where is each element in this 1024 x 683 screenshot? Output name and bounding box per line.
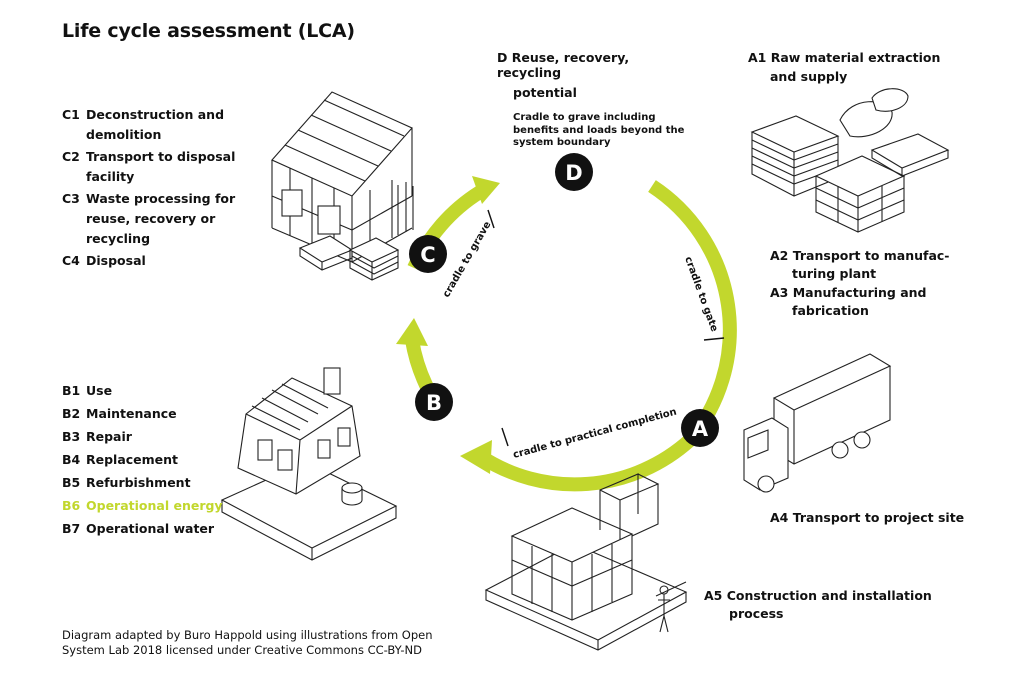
d-note-line2: benefits and loads beyond the (513, 124, 685, 136)
b1-label: Use (86, 383, 113, 398)
b7-code: B7 (62, 521, 81, 536)
a1-code: A1 (748, 50, 767, 65)
c4-code: C4 (62, 253, 80, 268)
a4-code: A4 (770, 510, 789, 525)
diagram-title: Life cycle assessment (LCA) (62, 20, 355, 42)
b2-label: Maintenance (86, 406, 177, 421)
tick-grave (487, 209, 495, 229)
credit-note: Diagram adapted by Buro Happold using il… (62, 628, 482, 658)
b6-label: Operational energy (86, 498, 223, 513)
node-c: C (409, 235, 447, 273)
a5-line1: Construction and installation (726, 588, 932, 603)
arrow-head-b-to-c (396, 318, 428, 346)
c3-item: C3 Waste processing for reuse, recovery o… (62, 191, 252, 246)
d-label: D Reuse, recovery, recycling (497, 50, 697, 80)
b5-code: B5 (62, 475, 81, 490)
arc-cradle-to-practical-completion (476, 434, 695, 492)
c2-line2: facility (86, 169, 135, 184)
b3-label: Repair (86, 429, 132, 444)
label-cradle-to-practical-completion: cradle to practical completion (512, 407, 678, 461)
node-a-letter: A (692, 417, 709, 441)
b4-item: B4 Replacement (62, 452, 252, 467)
a1-line2: and supply (770, 69, 848, 84)
demolition-frame-illustration (271, 91, 414, 281)
b7-item: B7 Operational water (62, 521, 252, 536)
b5-label: Refurbishment (86, 475, 191, 490)
b1-item: B1 Use (62, 383, 252, 398)
c-group: C1 Deconstruction and demolition C2 Transp… (62, 107, 252, 275)
c1-item: C1 Deconstruction and demolition (62, 107, 252, 142)
d-label-line1: Reuse, recovery, recycling (497, 50, 630, 80)
b6-item: B6 Operational energy (62, 498, 252, 513)
b3-code: B3 (62, 429, 81, 444)
c2-code: C2 (62, 149, 80, 164)
truck-illustration (743, 353, 892, 493)
a5-item: A5 Construction and installation process (704, 588, 964, 621)
a5-line2: process (729, 606, 784, 621)
b3-item: B3 Repair (62, 429, 252, 444)
arrow-head-grave (472, 176, 500, 204)
c3-line3: recycling (86, 231, 151, 246)
c1-line1: Deconstruction and (86, 107, 225, 122)
d-note-line3: system boundary (513, 137, 611, 148)
node-b-letter: B (426, 391, 442, 415)
node-b: B (415, 383, 453, 421)
c1-code: C1 (62, 107, 80, 122)
d-code: D (497, 50, 508, 65)
c4-item: C4 Disposal (62, 253, 252, 268)
b2-item: B2 Maintenance (62, 406, 252, 421)
a3-item: A3 Manufacturing and fabrication (770, 285, 970, 318)
a5-code: A5 (704, 588, 723, 603)
arc-cradle-to-gate (648, 180, 737, 445)
c2-line1: Transport to disposal (86, 149, 236, 164)
d-note-line1: Cradle to grave including (513, 112, 656, 123)
b2-code: B2 (62, 406, 81, 421)
node-c-letter: C (420, 243, 435, 267)
d-group: D Reuse, recovery, recycling potential C… (497, 50, 697, 150)
b4-code: B4 (62, 452, 81, 467)
node-a: A (681, 409, 719, 447)
label-cradle-to-grave: cradle to grave (441, 220, 493, 300)
a3-code: A3 (770, 285, 789, 300)
c2-item: C2 Transport to disposal facility (62, 149, 252, 184)
b4-label: Replacement (86, 452, 179, 467)
d-label-line2: potential (513, 85, 577, 100)
a1-line1: Raw material extraction (770, 50, 941, 65)
b-group: B1 Use B2 Maintenance B3 Repair B4 Replaceme… (62, 383, 252, 544)
a2-line1: Transport to manufac- (792, 248, 950, 263)
a3-line1: Manufacturing and (792, 285, 927, 300)
b5-item: B5 Refurbishment (62, 475, 252, 490)
a3-line2: fabrication (792, 303, 869, 318)
c4-line1: Disposal (86, 253, 146, 268)
credit-line2: System Lab 2018 licensed under Creative … (62, 642, 422, 657)
a2-item: A2 Transport to manufac- turing plant (770, 248, 970, 281)
b7-label: Operational water (86, 521, 215, 536)
c3-code: C3 (62, 191, 80, 206)
c3-line1: Waste processing for (86, 191, 236, 206)
a2-a3-items: A2 Transport to manufac- turing plant A3… (770, 248, 970, 318)
b1-code: B1 (62, 383, 81, 398)
a4-label: Transport to project site (792, 510, 965, 525)
house-in-use-illustration (220, 367, 398, 561)
tick-practical (501, 427, 509, 447)
c3-line2: reuse, recovery or (86, 211, 216, 226)
tick-gate (703, 337, 725, 341)
c1-line2: demolition (86, 127, 162, 142)
node-d-letter: D (565, 161, 582, 185)
node-d: D (555, 153, 593, 191)
arrow-head-practical (460, 440, 492, 474)
construction-frame-illustration (484, 473, 688, 651)
a2-line2: turing plant (792, 266, 877, 281)
d-note: Cradle to grave including benefits and l… (497, 112, 697, 150)
a4-item: A4 Transport to project site (770, 510, 1000, 525)
raw-materials-illustration (750, 88, 950, 233)
a1-item: A1 Raw material extraction and supply (748, 50, 968, 84)
a2-code: A2 (770, 248, 789, 263)
b6-code: B6 (62, 498, 81, 513)
credit-line1: Diagram adapted by Buro Happold using il… (62, 628, 433, 642)
